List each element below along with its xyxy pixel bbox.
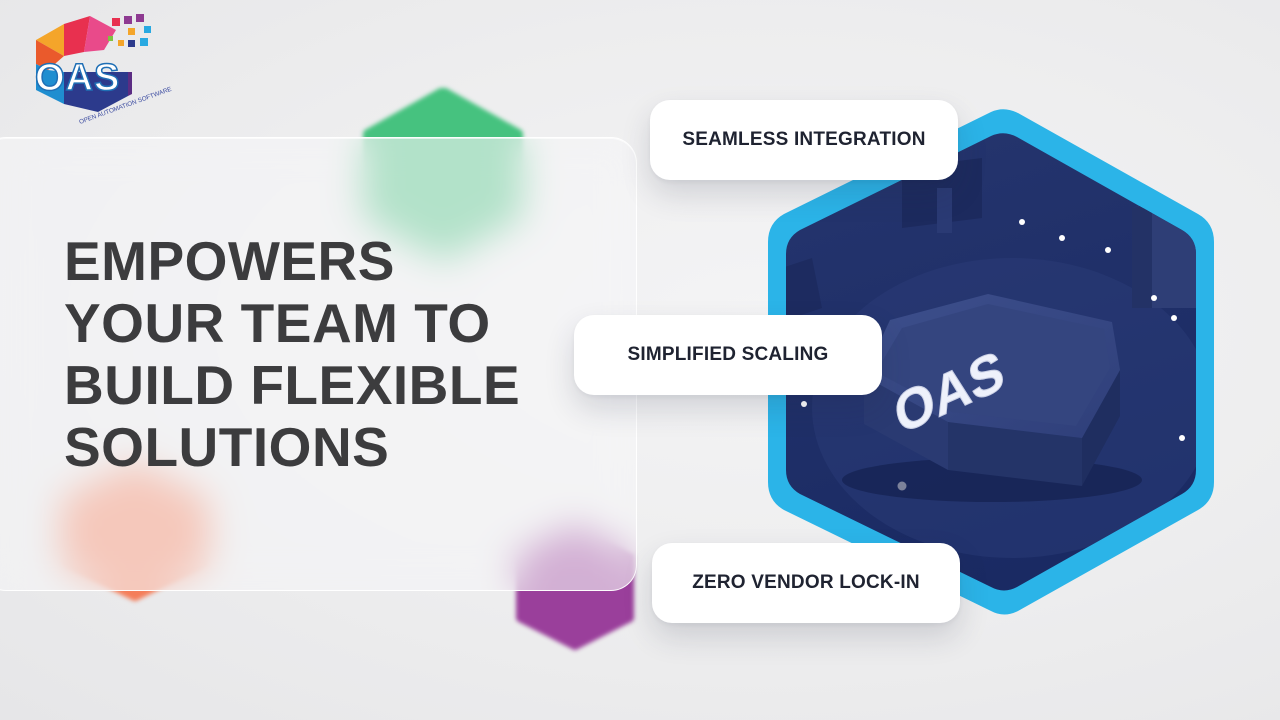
feature-pill-simplified-scaling: SIMPLIFIED SCALING: [574, 315, 882, 395]
headline-line-1: EMPOWERS: [64, 230, 395, 292]
feature-label: SEAMLESS INTEGRATION: [682, 129, 926, 150]
feature-pill-zero-vendor-lock-in: ZERO VENDOR LOCK-IN: [652, 543, 960, 623]
headline: EMPOWERS YOUR TEAM TO BUILD FLEXIBLE SOL…: [64, 230, 604, 478]
logo-wordmark: OAS: [35, 57, 120, 99]
headline-line-2: YOUR TEAM TO: [64, 292, 491, 354]
feature-label: SIMPLIFIED SCALING: [627, 344, 829, 365]
headline-line-3: BUILD FLEXIBLE: [64, 354, 521, 416]
frosted-glass-panel: [0, 137, 637, 591]
oas-logo-mark: OAS OPEN AUTOMATION SOFTWARE: [34, 14, 173, 126]
headline-line-4: SOLUTIONS: [64, 416, 390, 478]
feature-label: ZERO VENDOR LOCK-IN: [692, 572, 920, 593]
feature-pill-seamless-integration: SEAMLESS INTEGRATION: [650, 100, 958, 180]
oas-hexagon-illustration: OAS: [752, 108, 1230, 616]
oas-logo: OAS OPEN AUTOMATION SOFTWARE: [28, 12, 178, 130]
